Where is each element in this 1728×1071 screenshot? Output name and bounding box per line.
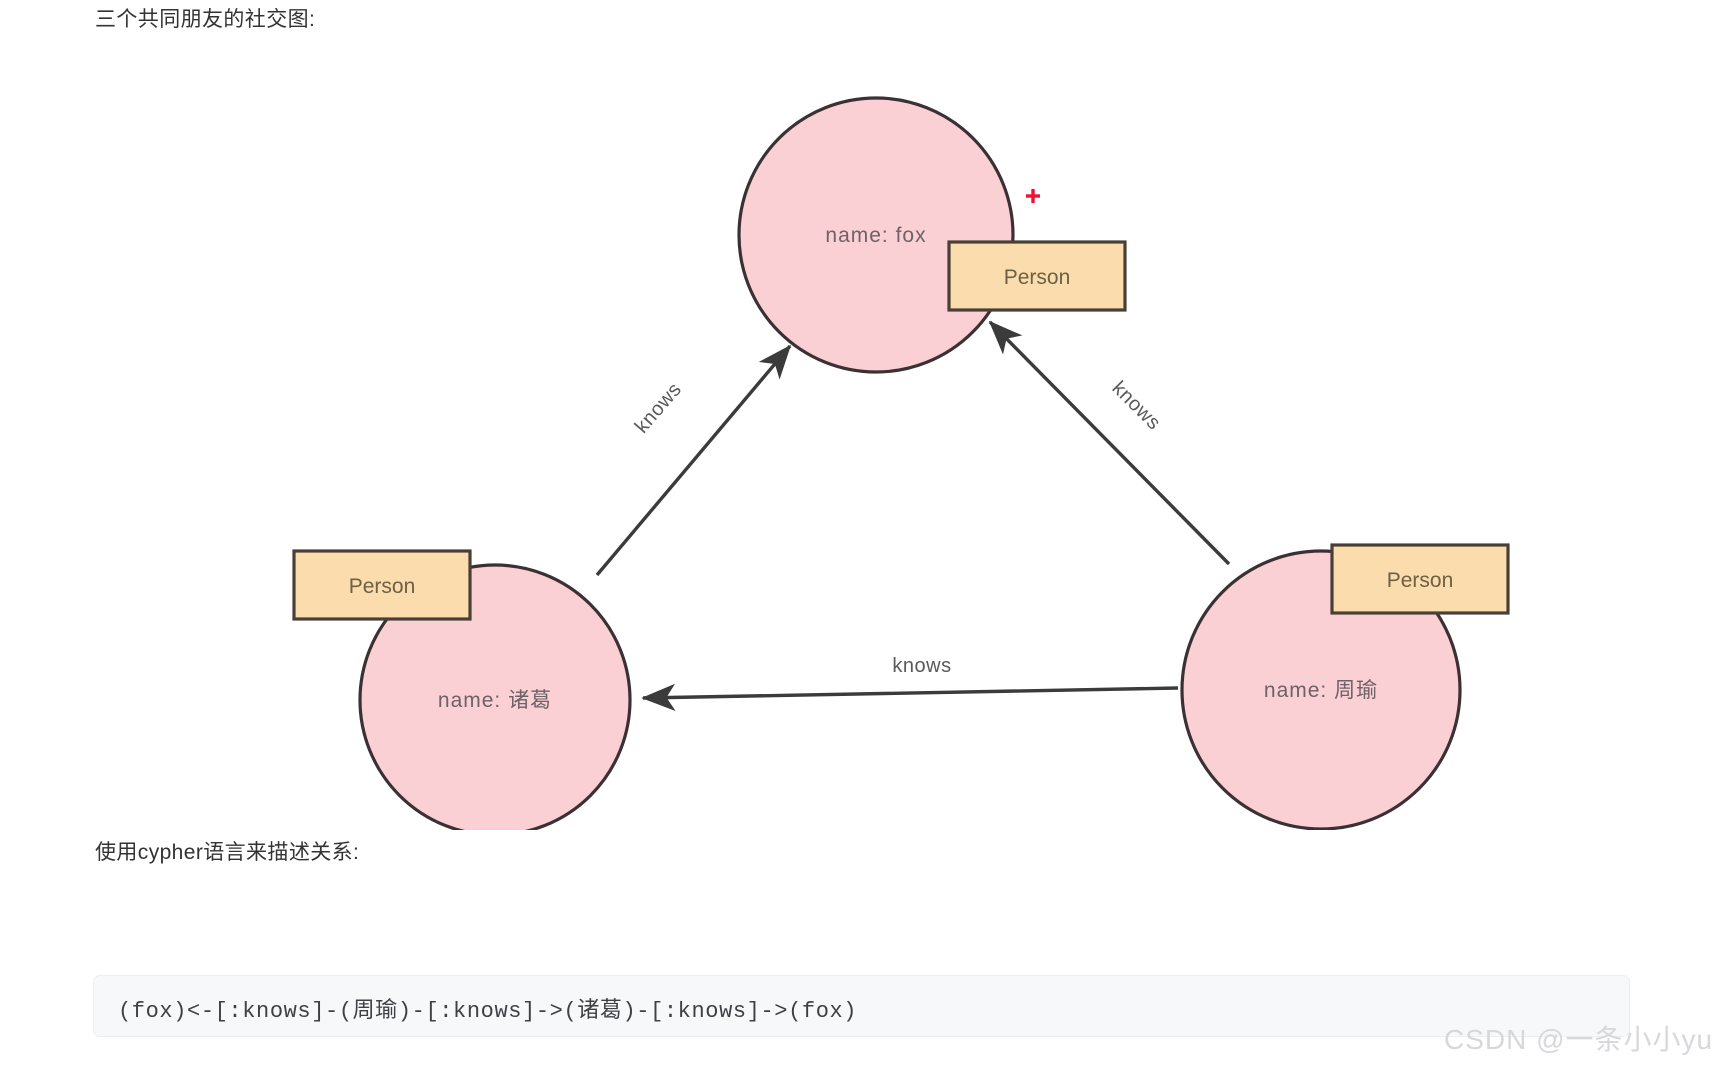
social-graph-diagram: knows knows knows name: fox Person (0, 40, 1728, 830)
node-type-label-fox: Person (1004, 266, 1071, 289)
cypher-caption: 使用cypher语言来描述关系: (95, 841, 360, 864)
node-type-box-zhouyu[interactable] (1330, 543, 1510, 615)
node-fox[interactable]: name: fox Person (737, 96, 1127, 374)
node-circle-zhuge[interactable] (358, 563, 632, 830)
cypher-code-text: (fox)<-[:knows]-(周瑜)-[:knows]->(诸葛)-[:kn… (118, 999, 858, 1024)
edge-line-zhouyu-fox (988, 320, 1231, 566)
edge-zhouyu-to-fox: knows (988, 320, 1231, 566)
edge-line-zhuge-fox (595, 344, 792, 577)
node-property-label-zhuge: name: 诸葛 (438, 689, 552, 712)
node-type-label-zhouyu: Person (1387, 569, 1454, 592)
cursor-plus-icon (1026, 189, 1040, 203)
page-title: 三个共同朋友的社交图: (95, 8, 316, 31)
edge-line-zhouyu-zhuge (641, 683, 1179, 711)
node-zhuge[interactable]: name: 诸葛 Person (292, 549, 632, 830)
node-zhouyu[interactable]: name: 周瑜 Person (1180, 543, 1510, 830)
node-property-label-zhouyu: name: 周瑜 (1264, 679, 1378, 702)
node-type-box-zhuge[interactable] (292, 549, 472, 621)
edge-label-knows-zhuge-fox: knows (631, 379, 686, 438)
edge-zhuge-to-fox: knows (595, 344, 792, 577)
code-block: (fox)<-[:knows]-(周瑜)-[:knows]->(诸葛)-[:kn… (93, 975, 1630, 1037)
node-property-label-fox: name: fox (825, 224, 926, 247)
edge-label-knows-zhouyu-zhuge: knows (892, 655, 951, 677)
node-type-box-fox[interactable] (947, 240, 1127, 312)
edge-zhouyu-to-zhuge: knows (641, 655, 1179, 711)
node-circle-fox[interactable] (737, 96, 1015, 374)
edge-label-knows-zhouyu-fox: knows (1108, 377, 1165, 434)
csdn-watermark: CSDN @一条小小yu (1444, 1024, 1714, 1055)
node-type-label-zhuge: Person (349, 575, 416, 598)
node-circle-zhouyu[interactable] (1180, 549, 1462, 830)
